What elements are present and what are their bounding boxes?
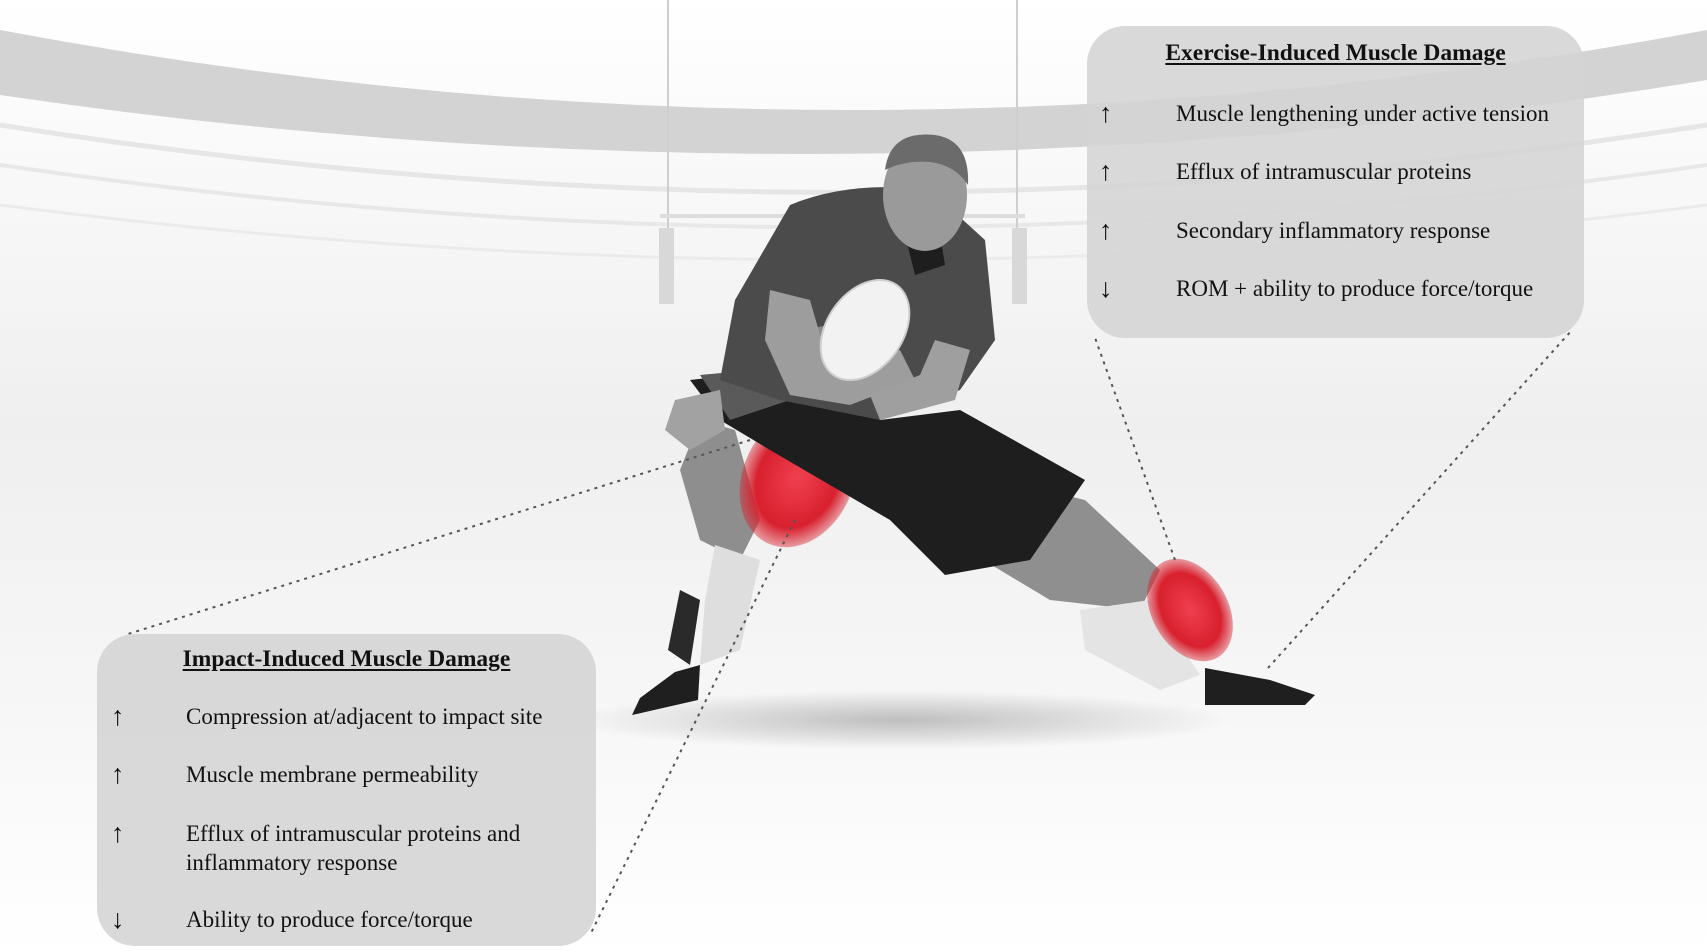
exercise-item: ROM + ability to produce force/torque: [1176, 274, 1533, 303]
up-arrow-icon: ↑: [1099, 157, 1113, 186]
impact-item: Efflux of intramuscular proteins and: [186, 819, 520, 848]
exercise-damage-panel: Exercise-Induced Muscle Damage ↑ Muscle …: [1087, 26, 1584, 338]
up-arrow-icon: ↑: [1099, 216, 1113, 245]
impact-item: Compression at/adjacent to impact site: [186, 702, 542, 731]
up-arrow-icon: ↑: [111, 819, 125, 848]
impact-damage-panel: Impact-Induced Muscle Damage ↑ Compressi…: [97, 634, 596, 946]
impact-panel-title: Impact-Induced Muscle Damage: [97, 646, 596, 673]
down-arrow-icon: ↓: [1099, 274, 1113, 303]
impact-item: Ability to produce force/torque: [186, 905, 473, 934]
up-arrow-icon: ↑: [111, 760, 125, 789]
up-arrow-icon: ↑: [1099, 99, 1113, 128]
exercise-item: Muscle lengthening under active tension: [1176, 99, 1549, 128]
exercise-item: Secondary inflammatory response: [1176, 216, 1490, 245]
up-arrow-icon: ↑: [111, 702, 125, 731]
exercise-panel-title: Exercise-Induced Muscle Damage: [1087, 40, 1584, 67]
exercise-item: Efflux of intramuscular proteins: [1176, 157, 1471, 186]
impact-item-continuation: inflammatory response: [186, 848, 397, 877]
impact-item: Muscle membrane permeability: [186, 760, 479, 789]
down-arrow-icon: ↓: [111, 905, 125, 934]
